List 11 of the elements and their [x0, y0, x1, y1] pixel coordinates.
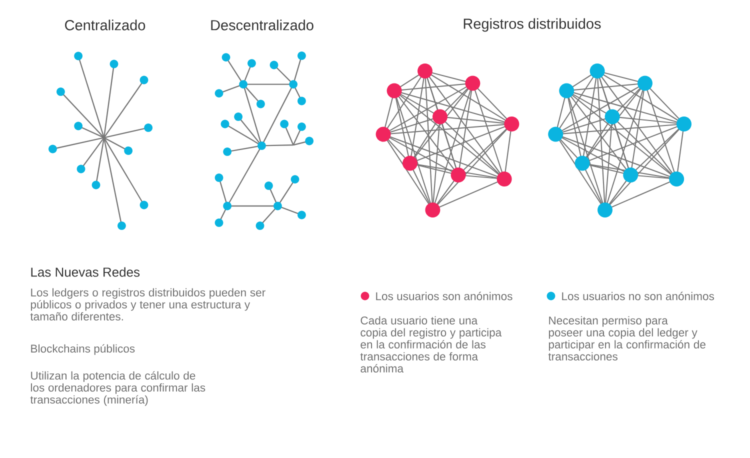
paragraph: Los ledgers o registros distribuidos pueden ser públicos o privados y tener una estructura y tamaño diferentes. [30, 288, 266, 320]
paragraph: Cada usuario tiene una copia del registro y participa en la confirmación de las transacciones de forma anónima [360, 316, 502, 372]
legend-label: Los usuarios no son anónimos [562, 292, 714, 300]
section-heading: Las Nuevas Redes [31, 267, 140, 277]
paragraph: Blockchains públicos [31, 344, 135, 355]
paragraph: Necesitan permiso para poseer una copia del ledger y participar en la confirmación de transacciones [548, 316, 706, 360]
section-title: Registros distribuidos [464, 18, 601, 32]
paragraph: Utilizan la potencia de cálculo de los ordenadores para confirmar las transacciones (minería) [30, 371, 206, 406]
section-title: Centralizado [65, 20, 146, 30]
legend-label: Los usuarios son anónimos [376, 292, 512, 300]
section-title: Descentralizado [211, 20, 314, 30]
